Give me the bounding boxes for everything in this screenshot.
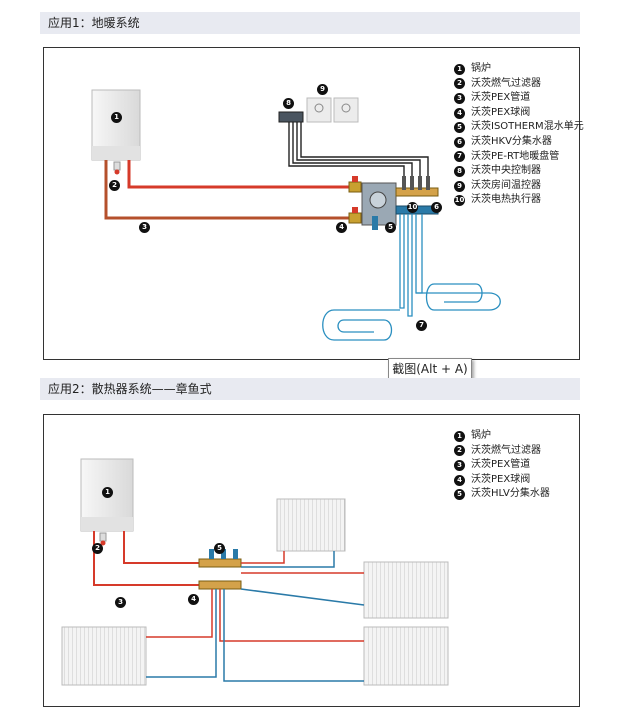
callout-1: 1 — [102, 487, 113, 498]
gas-filter — [113, 161, 121, 175]
boiler-1 — [91, 89, 141, 161]
callout-4: 4 — [336, 222, 347, 233]
callout-3: 3 — [139, 222, 150, 233]
callout-8: 8 — [283, 98, 294, 109]
section-1-header: 应用1：地暖系统 — [40, 12, 580, 34]
ball-valve-supply — [348, 176, 362, 193]
return-pipe — [93, 531, 199, 586]
floor-coil-pipes — [322, 214, 501, 341]
section-2-header: 应用2：散热器系统——章鱼式 — [40, 378, 580, 400]
callout-2: 2 — [109, 180, 120, 191]
callout-9: 9 — [317, 84, 328, 95]
return-pipe — [104, 160, 354, 220]
supply-pipe — [123, 531, 199, 564]
central-controller — [278, 111, 304, 123]
callout-3: 3 — [115, 597, 126, 608]
floor-heating-drawing — [91, 89, 501, 341]
ball-valve-return — [348, 207, 362, 224]
callout-4: 4 — [188, 594, 199, 605]
callout-5: 5 — [385, 222, 396, 233]
radiator-drawing — [61, 458, 449, 686]
callout-2: 2 — [92, 543, 103, 554]
radiator-top — [276, 498, 346, 552]
callout-5: 5 — [214, 543, 225, 554]
room-thermostats — [306, 97, 359, 123]
supply-pipe — [127, 160, 354, 189]
radiator-right-upper — [363, 561, 449, 619]
callout-10: 10 — [407, 202, 418, 213]
isotherm-mixing-unit — [361, 182, 397, 230]
callout-6: 6 — [431, 202, 442, 213]
control-cables — [288, 122, 429, 176]
radiator-left-lower — [61, 626, 147, 686]
callout-1: 1 — [111, 112, 122, 123]
hlv-manifold — [198, 549, 242, 590]
distribution-pipes — [146, 551, 365, 682]
screenshot-tooltip: 截图(Alt + A) — [388, 358, 472, 379]
section-1-title: 应用1：地暖系统 — [48, 16, 140, 30]
radiator-right-lower — [363, 626, 449, 686]
callout-7: 7 — [416, 320, 427, 331]
section-2-title: 应用2：散热器系统——章鱼式 — [48, 382, 212, 396]
